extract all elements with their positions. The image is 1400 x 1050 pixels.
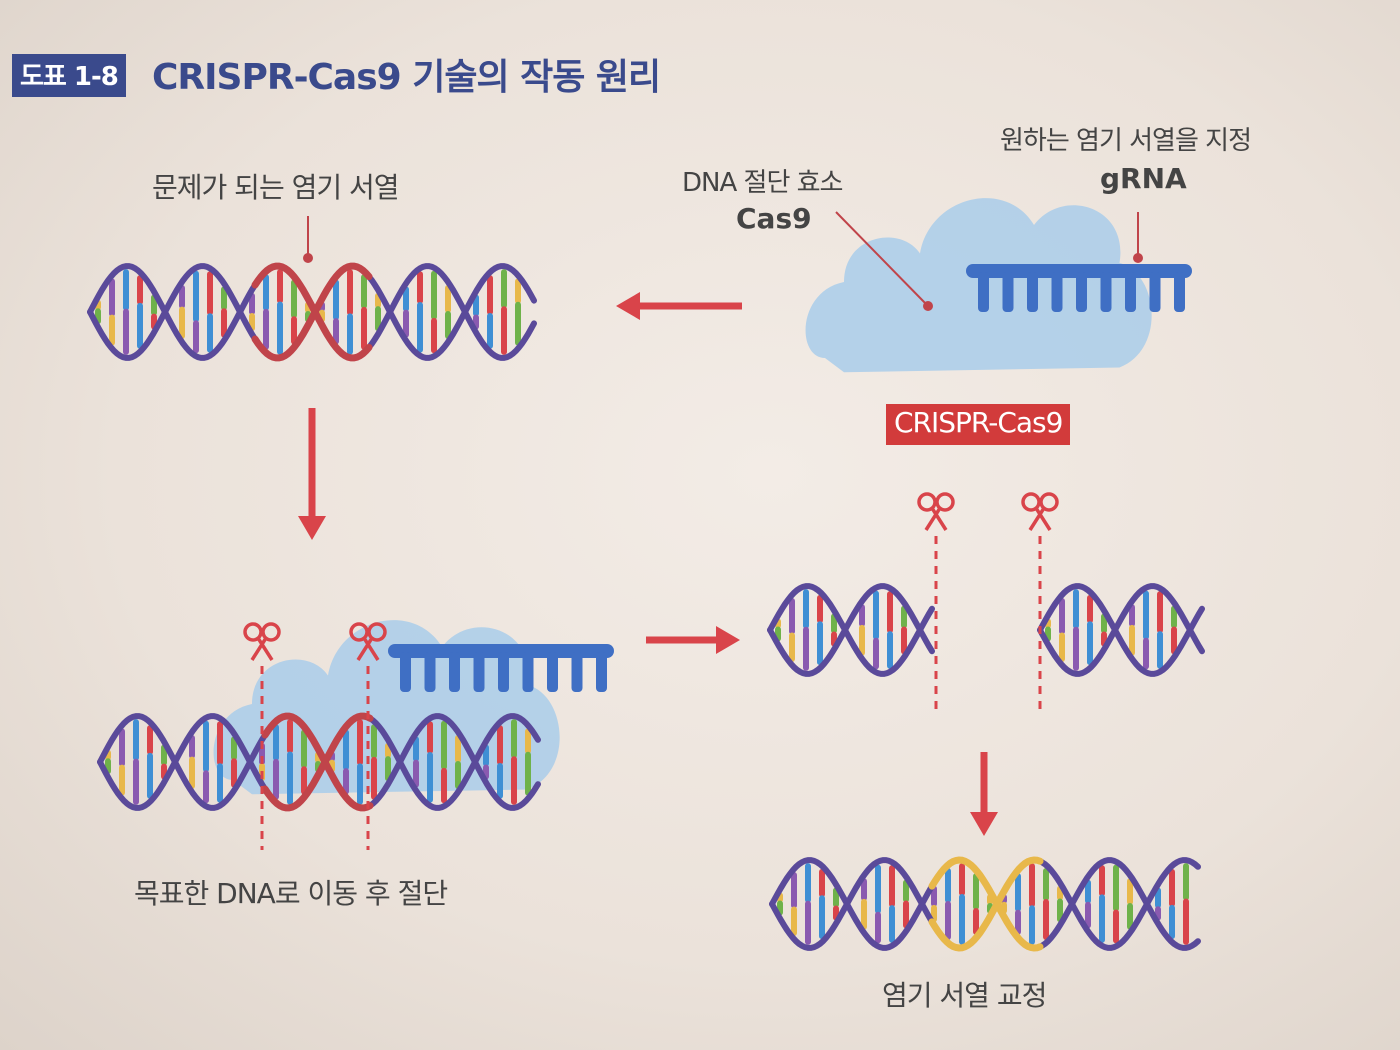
arrow-head bbox=[970, 812, 998, 836]
grna-tooth bbox=[498, 652, 509, 692]
scissors-handle bbox=[917, 492, 937, 512]
grna-tooth bbox=[424, 652, 436, 692]
arrow-top-left bbox=[616, 292, 742, 320]
label-cas9: Cas9 bbox=[736, 202, 812, 235]
label-problem-sequence: 문제가 되는 염기 서열 bbox=[152, 171, 400, 204]
grna-tooth bbox=[1174, 272, 1185, 312]
arrow-head bbox=[616, 292, 640, 320]
grna-bound bbox=[388, 644, 614, 692]
grna-tooth bbox=[1002, 272, 1014, 312]
grna-tooth bbox=[473, 652, 485, 692]
arrow-middle-right bbox=[646, 626, 740, 654]
pointer-cas9 bbox=[835, 211, 933, 311]
scissors-blade bbox=[1034, 507, 1052, 531]
scissors-blade bbox=[356, 637, 374, 661]
grna-tooth bbox=[1051, 272, 1063, 312]
scissors-right-2 bbox=[1021, 492, 1059, 716]
dna-top bbox=[87, 262, 537, 362]
scissors-handle bbox=[367, 622, 387, 642]
scissors-blade bbox=[924, 507, 942, 531]
dna-target-strand bbox=[928, 856, 1044, 952]
scissors-left-1 bbox=[243, 622, 281, 850]
scissors-handle bbox=[261, 622, 281, 642]
cas9-cloud-bound bbox=[213, 620, 560, 795]
arrow-head bbox=[298, 516, 326, 540]
scissors-handle bbox=[1039, 492, 1059, 512]
pointer-line bbox=[835, 211, 929, 307]
pointer-dot bbox=[303, 253, 313, 263]
dna-target-strand bbox=[928, 856, 1044, 952]
grna-tooth bbox=[1125, 272, 1136, 312]
scissors-blade bbox=[362, 637, 380, 661]
dna-target-strand bbox=[261, 712, 374, 812]
label-cas9-desc: DNA 절단 효소 bbox=[682, 168, 843, 198]
scissors-handle bbox=[349, 622, 369, 642]
label-move-and-cut: 목표한 DNA로 이동 후 절단 bbox=[134, 877, 448, 910]
scissors-blade bbox=[930, 507, 948, 531]
dna-corrected bbox=[769, 856, 1201, 952]
arrow-down-left bbox=[298, 408, 326, 540]
dna-target-strand bbox=[251, 262, 373, 362]
pointer-grna bbox=[1133, 212, 1143, 263]
grna-tooth bbox=[1100, 272, 1112, 312]
dna-target-strand bbox=[261, 712, 374, 812]
arrow-head bbox=[716, 626, 740, 654]
scissors-handle bbox=[243, 622, 263, 642]
figure-title: CRISPR-Cas9 기술의 작동 원리 bbox=[152, 57, 661, 98]
grna-tooth bbox=[449, 652, 460, 692]
cas9-cloud-shape bbox=[213, 620, 560, 795]
grna-top bbox=[966, 264, 1192, 312]
label-correction: 염기 서열 교정 bbox=[882, 979, 1047, 1012]
label-grna-desc: 원하는 염기 서열을 지정 bbox=[1000, 126, 1252, 156]
grna-tooth bbox=[1076, 272, 1087, 312]
grna-tooth bbox=[522, 652, 534, 692]
dna-target-strand bbox=[251, 262, 373, 362]
arrow-down-right bbox=[970, 752, 998, 836]
grna-tooth bbox=[978, 272, 989, 312]
scissors-right-1 bbox=[917, 492, 955, 716]
grna-tooth bbox=[1027, 272, 1038, 312]
pointer-dot bbox=[1133, 253, 1143, 263]
scissors-left-2 bbox=[349, 622, 387, 850]
grna-tooth bbox=[571, 652, 583, 692]
label-grna: gRNA bbox=[1100, 162, 1187, 195]
dna-strand bbox=[767, 583, 935, 677]
scissors-handle bbox=[935, 492, 955, 512]
grna-tooth bbox=[547, 652, 558, 692]
dna-cut-left bbox=[767, 583, 935, 677]
pointer-dot bbox=[923, 301, 933, 311]
figure-badge: 도표 1-8 bbox=[12, 54, 126, 97]
dna-strand bbox=[1037, 583, 1205, 677]
grna-tooth bbox=[596, 652, 607, 692]
scissors-blade bbox=[1028, 507, 1046, 531]
grna-tooth bbox=[400, 652, 411, 692]
grna-tooth bbox=[1149, 272, 1161, 312]
pointer-problem bbox=[303, 216, 313, 263]
label-crispr-cas9: CRISPR-Cas9 bbox=[886, 404, 1071, 445]
scissors-blade bbox=[256, 637, 274, 661]
dna-cut-right bbox=[1037, 583, 1205, 677]
scissors-blade bbox=[250, 637, 268, 661]
dna-strand bbox=[767, 583, 935, 677]
scissors-handle bbox=[1021, 492, 1041, 512]
dna-strand bbox=[1037, 583, 1205, 677]
